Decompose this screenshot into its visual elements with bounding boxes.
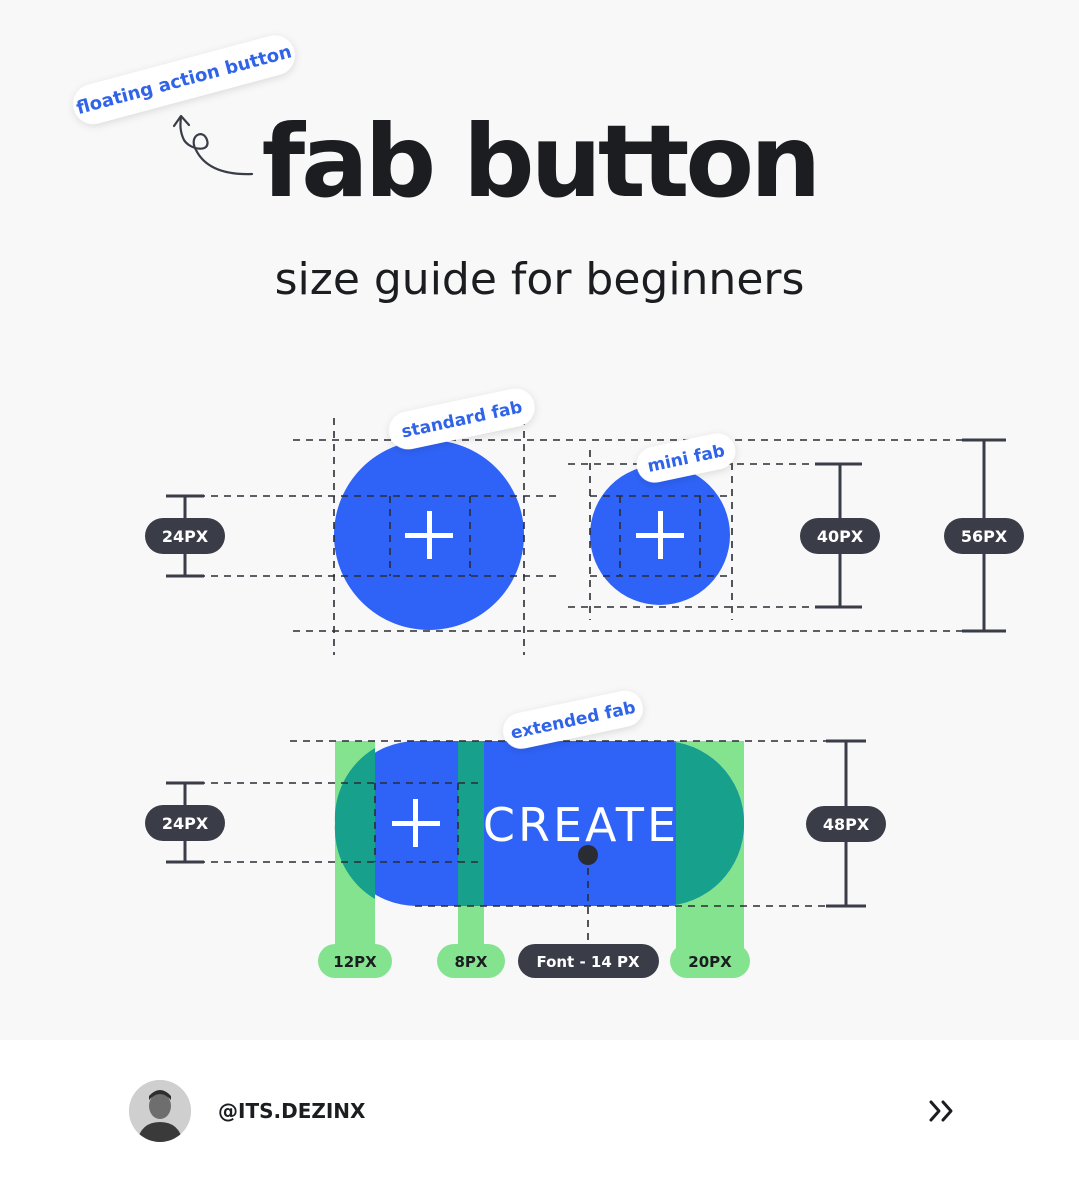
svg-text:24PX: 24PX: [162, 814, 209, 833]
standard-fab-diagram: [334, 440, 524, 630]
svg-text:Font - 14 PX: Font - 14 PX: [536, 953, 640, 971]
svg-text:20PX: 20PX: [688, 953, 732, 971]
svg-text:56PX: 56PX: [961, 527, 1008, 546]
curly-arrow-icon: [179, 115, 254, 176]
font-size-pill: Font - 14 PX: [518, 944, 659, 978]
plus-icon: [405, 511, 453, 559]
guide-lines-top: [185, 418, 1002, 655]
padding-end-pill: 20PX: [670, 944, 750, 978]
guide-lines-bottom: [185, 740, 865, 944]
arrow-head-icon: [172, 114, 191, 128]
mini-fab-height-pill: 40PX: [800, 518, 880, 554]
svg-text:40PX: 40PX: [817, 527, 864, 546]
mini-fab-tag: mini fab: [636, 433, 736, 483]
page-title: fab button: [261, 103, 822, 220]
svg-text:12PX: 12PX: [333, 953, 377, 971]
person-icon: [129, 1080, 191, 1142]
extended-fab-icon-size-pill: 24PX: [145, 805, 225, 841]
plus-icon: [392, 799, 440, 847]
author-handle[interactable]: @ITS.DEZINX: [218, 1099, 366, 1123]
standard-fab-tag: standard fab: [388, 388, 535, 450]
plus-icon: [636, 511, 684, 559]
extended-fab-label: CREATE: [483, 798, 679, 852]
page-subtitle: size guide for beginners: [274, 254, 805, 305]
extended-fab-height-pill: 48PX: [806, 806, 886, 842]
avatar[interactable]: [129, 1080, 191, 1142]
header-tag: floating action button: [73, 35, 295, 125]
mini-fab-diagram: [590, 465, 730, 605]
icon-gap-pill: 8PX: [437, 944, 505, 978]
svg-text:8PX: 8PX: [455, 953, 488, 971]
standard-fab-icon-size-pill: 24PX: [145, 518, 225, 554]
measure-bars-top: [166, 438, 1006, 633]
font-indicator-dot: [578, 845, 598, 865]
next-arrow-icon[interactable]: [927, 1096, 957, 1126]
standard-fab-height-pill: 56PX: [944, 518, 1024, 554]
diagram-canvas: floating action button: [73, 35, 1024, 978]
padding-overlaps: [334, 741, 745, 906]
svg-text:24PX: 24PX: [162, 527, 209, 546]
padding-start-pill: 12PX: [318, 944, 392, 978]
svg-text:48PX: 48PX: [823, 815, 870, 834]
